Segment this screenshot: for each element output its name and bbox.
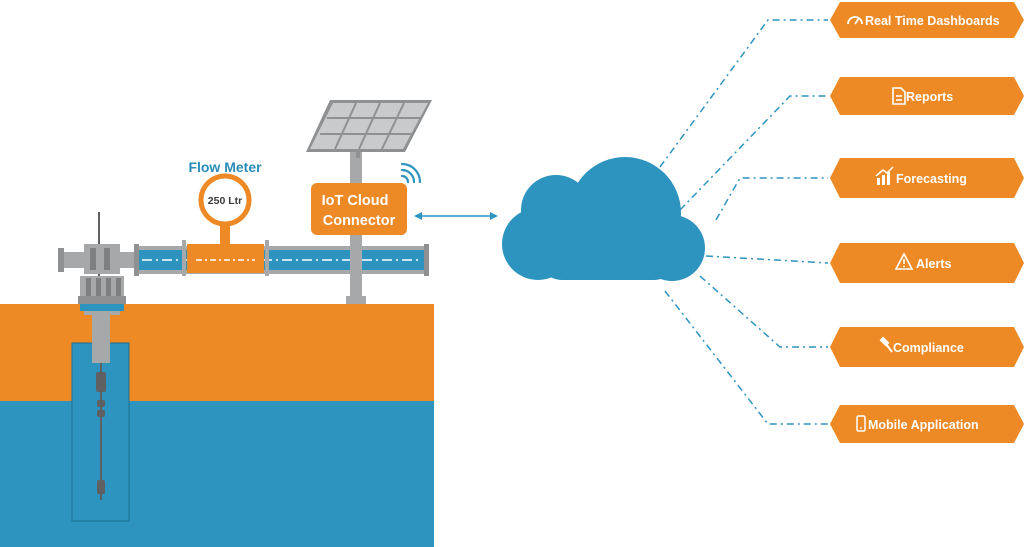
cloud-icon [502, 157, 705, 281]
output-tag-mobile-application: Mobile Application [830, 405, 1024, 443]
submersible-pump [96, 372, 106, 392]
water-layer [0, 401, 434, 547]
pump-column [92, 308, 110, 363]
output-connectors [659, 19, 829, 425]
flow-meter-title: Flow Meter [188, 159, 262, 175]
output-label-compliance: Compliance [893, 341, 964, 355]
data-link-arrow [414, 212, 498, 220]
phone-icon [856, 415, 866, 432]
output-tag-alerts: Alerts [830, 243, 1024, 283]
flow-meter-dial [198, 173, 252, 227]
iot-connector-box [311, 183, 407, 235]
output-label-real-time-dashboards: Real Time Dashboards [865, 14, 1000, 28]
trend-chart-icon [875, 166, 894, 185]
document-icon [892, 87, 906, 105]
wifi-signal-icon [400, 162, 422, 184]
output-label-alerts: Alerts [916, 257, 951, 271]
output-tag-real-time-dashboards: Real Time Dashboards [830, 2, 1024, 38]
wellhead-top [84, 244, 120, 274]
output-tag-compliance: Compliance [830, 327, 1024, 367]
gauge-icon [847, 16, 863, 25]
output-tag-reports: Reports [830, 77, 1024, 115]
warning-icon [894, 252, 914, 270]
output-label-forecasting: Forecasting [896, 172, 967, 186]
flow-meter-reading: 250 Ltr [208, 195, 242, 207]
flow-meter-stem [220, 226, 230, 244]
gavel-icon [879, 336, 893, 353]
output-tag-forecasting: Forecasting [830, 158, 1024, 198]
output-label-reports: Reports [906, 90, 953, 104]
connector-line1: IoT Cloud [322, 193, 389, 209]
output-label-mobile-application: Mobile Application [868, 418, 979, 432]
connector-line2: Connector [323, 213, 396, 229]
pipe-left-stub [62, 252, 88, 268]
soil-layer [0, 304, 434, 401]
flow-meter-body [187, 244, 264, 273]
solar-panel [306, 100, 432, 158]
